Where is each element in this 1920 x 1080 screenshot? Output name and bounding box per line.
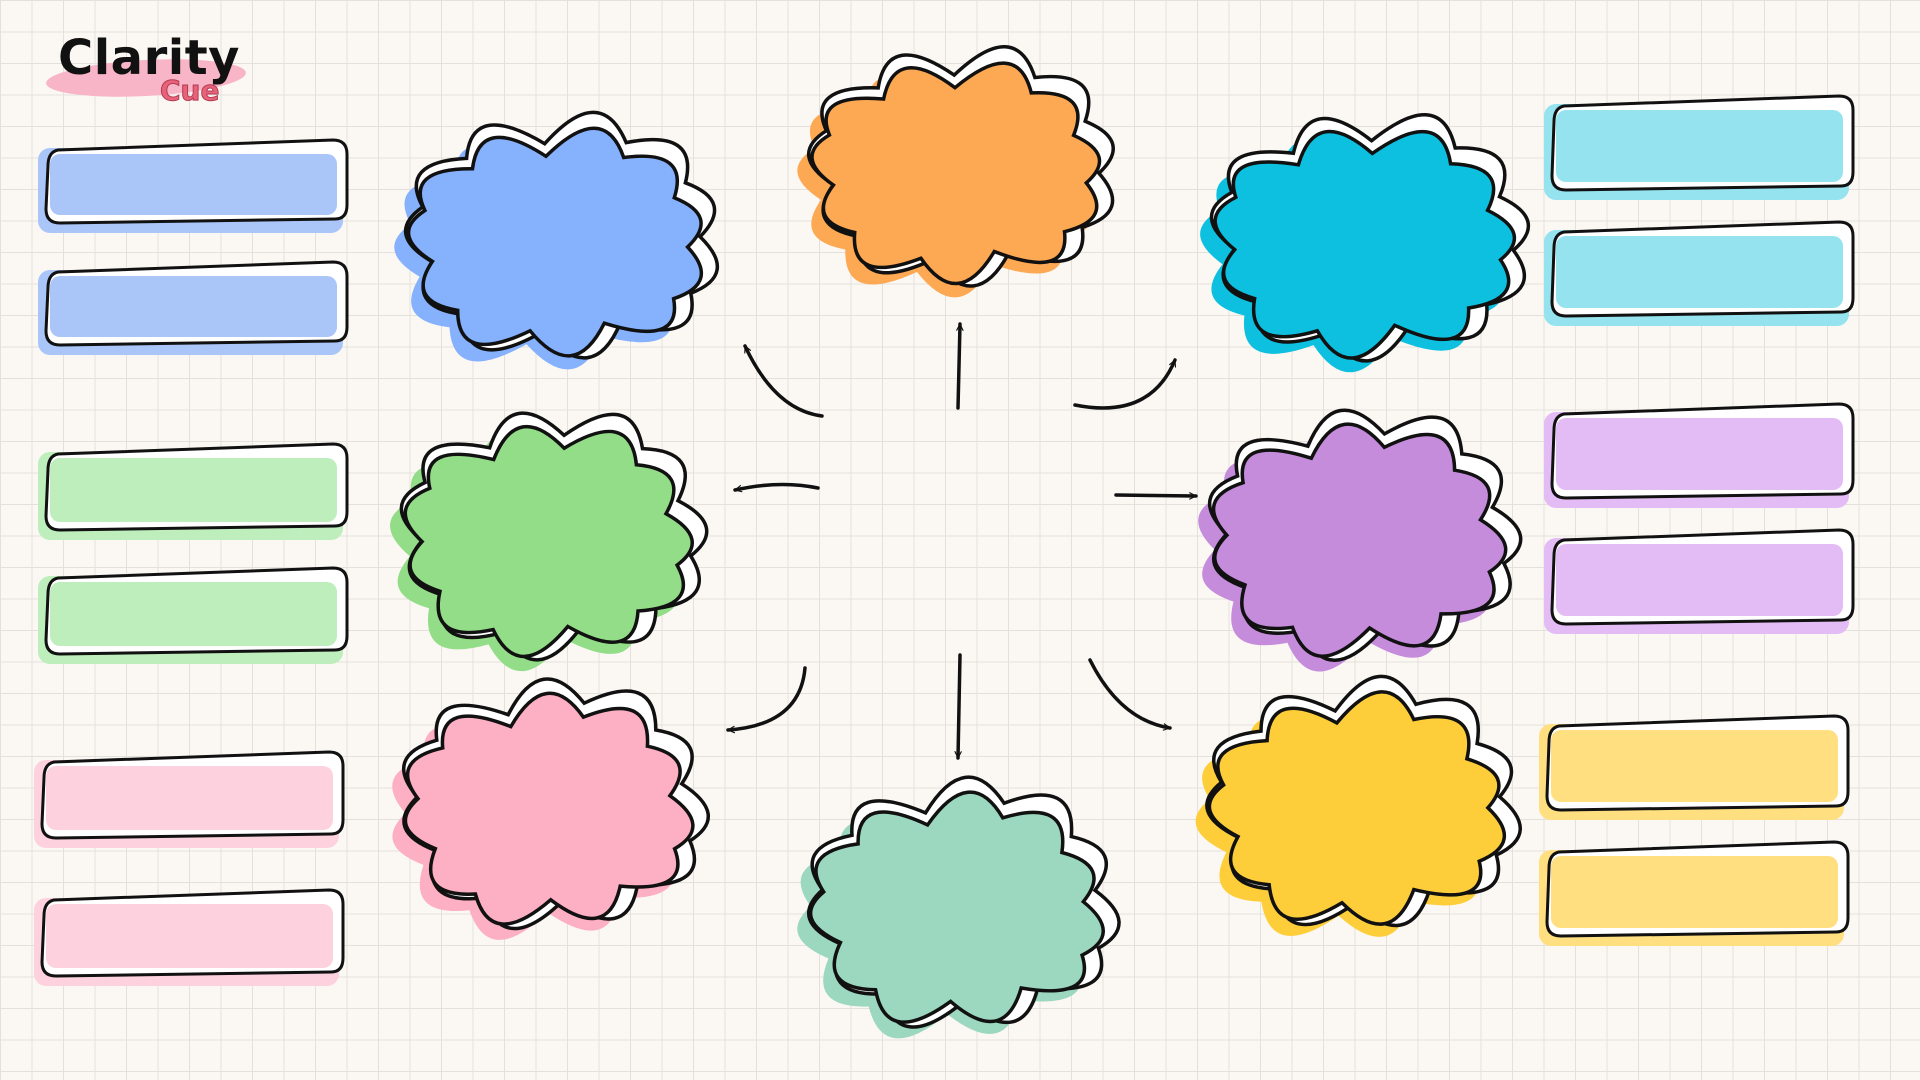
cloud-fill — [403, 424, 694, 659]
box-fill — [50, 276, 337, 337]
box-fill — [46, 766, 333, 830]
box-fill — [1556, 110, 1843, 182]
text-box-bottom-right-2[interactable] — [1539, 840, 1850, 946]
cloud-node-middle-right[interactable] — [1198, 408, 1523, 672]
cloud-node-top[interactable] — [797, 45, 1115, 298]
logo-text-secondary: Cue — [159, 74, 220, 108]
text-box-bottom-left-2[interactable] — [34, 888, 345, 986]
text-box-top-left-1[interactable] — [38, 138, 349, 233]
text-box-middle-left-1[interactable] — [38, 442, 349, 540]
text-box-top-right-1[interactable] — [1544, 94, 1855, 200]
box-fill — [1556, 236, 1843, 308]
arrow-to-bottom — [954, 653, 962, 760]
box-fill — [50, 458, 337, 522]
box-fill — [46, 904, 333, 968]
cloud-fill — [810, 61, 1102, 286]
cloud-fill — [1211, 422, 1508, 658]
cloud-fill — [403, 691, 695, 926]
cloud-fill — [1207, 690, 1506, 926]
arrow-to-top-left — [743, 344, 824, 418]
box-fill — [50, 582, 337, 646]
brand-logo: Clarity Cue — [44, 30, 254, 120]
cloud-node-bottom-left[interactable] — [392, 677, 710, 940]
box-fill — [1556, 544, 1843, 616]
box-fill — [1551, 856, 1838, 928]
arrow-to-bottom-left — [726, 666, 807, 734]
arrow-to-bottom-right — [1088, 658, 1172, 731]
text-box-bottom-right-1[interactable] — [1539, 714, 1850, 820]
logo-text-primary: Clarity — [58, 30, 240, 86]
cloud-fill — [406, 126, 704, 358]
text-box-top-left-2[interactable] — [38, 260, 349, 355]
text-box-top-right-2[interactable] — [1544, 220, 1855, 326]
text-box-middle-right-1[interactable] — [1544, 402, 1855, 508]
box-fill — [50, 154, 337, 215]
text-box-middle-left-2[interactable] — [38, 566, 349, 664]
cloud-node-top-right[interactable] — [1200, 113, 1531, 373]
arrow-to-top — [956, 322, 964, 410]
box-fill — [1551, 730, 1838, 802]
text-box-bottom-left-1[interactable] — [34, 750, 345, 848]
box-fill — [1556, 418, 1843, 490]
arrow-to-middle-left — [733, 482, 820, 493]
cloud-node-bottom[interactable] — [797, 775, 1121, 1039]
cloud-fill — [1213, 129, 1517, 360]
arrow-to-middle-right — [1114, 492, 1198, 500]
cloud-fill — [808, 790, 1105, 1024]
cloud-node-top-left[interactable] — [394, 110, 719, 370]
arrow-to-top-right — [1073, 358, 1177, 410]
cloud-node-bottom-right[interactable] — [1195, 674, 1522, 937]
text-box-middle-right-2[interactable] — [1544, 528, 1855, 634]
cloud-node-middle-left[interactable] — [390, 411, 709, 672]
